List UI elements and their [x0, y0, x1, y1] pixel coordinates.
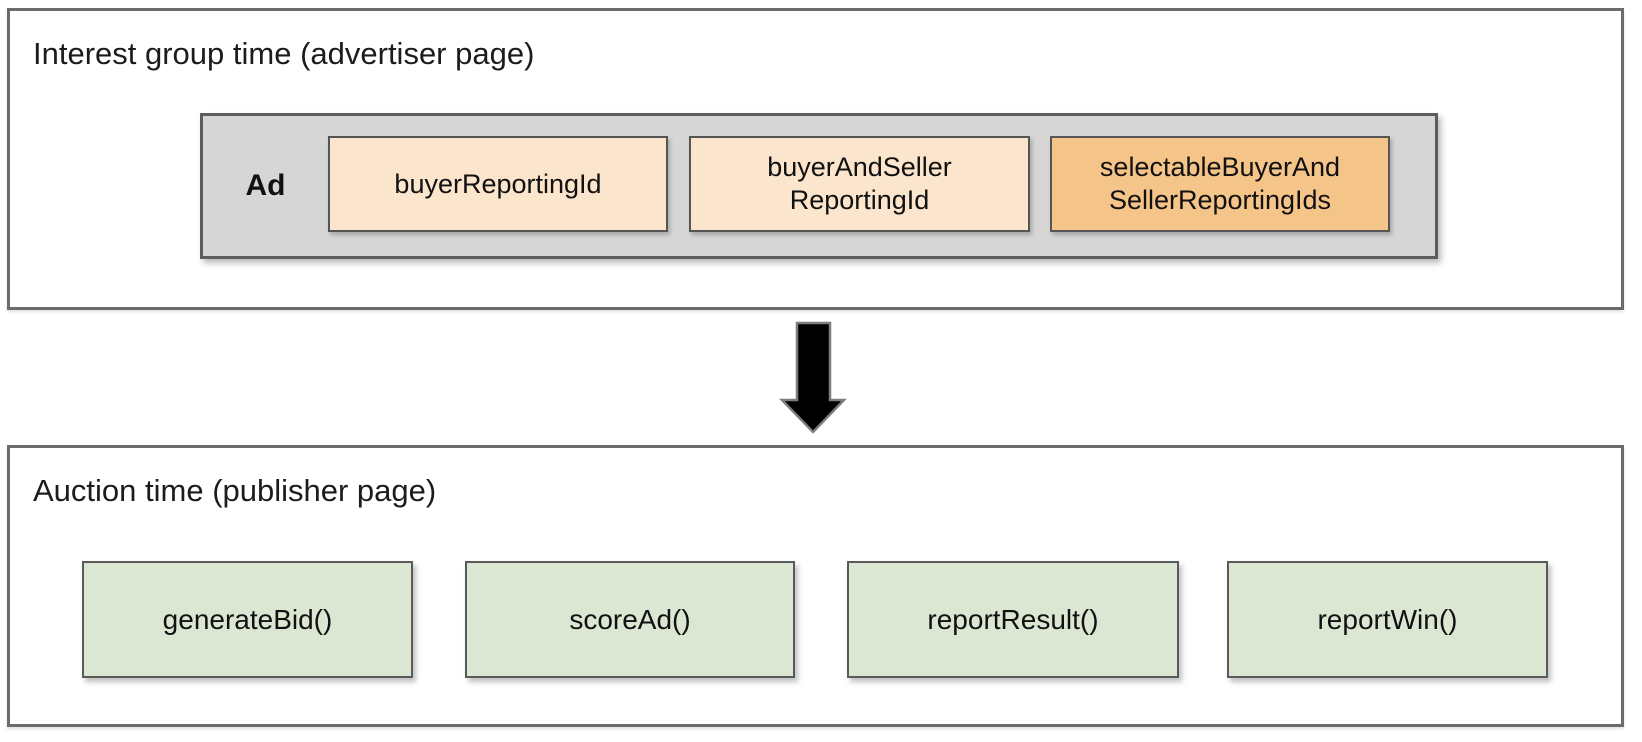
interest-group-panel-title: Interest group time (advertiser page) [33, 36, 535, 71]
buyer-and-seller-reporting-id-box: buyerAndSeller ReportingId [689, 136, 1030, 232]
buyer-and-seller-reporting-id-label-line1: buyerAndSeller [767, 152, 952, 182]
report-result-box: reportResult() [847, 561, 1179, 678]
buyer-reporting-id-label: buyerReportingId [394, 168, 602, 199]
generate-bid-label: generateBid() [162, 603, 333, 635]
auction-panel: Auction time (publisher page) generateBi… [7, 445, 1624, 727]
interest-group-panel: Interest group time (advertiser page) Ad… [7, 8, 1624, 310]
report-result-label: reportResult() [927, 603, 1099, 635]
down-arrow-icon [778, 318, 848, 438]
ad-container: Ad buyerReportingId buyerAndSeller Repor… [200, 113, 1438, 259]
selectable-buyer-and-seller-reporting-ids-box: selectableBuyerAnd SellerReportingIds [1050, 136, 1390, 232]
selectable-buyer-and-seller-reporting-ids-label-line2: SellerReportingIds [1108, 185, 1332, 215]
buyer-and-seller-reporting-id-label-line2: ReportingId [789, 185, 930, 215]
report-win-label: reportWin() [1317, 603, 1458, 635]
buyer-reporting-id-box: buyerReportingId [328, 136, 668, 232]
selectable-buyer-and-seller-reporting-ids-label-line1: selectableBuyerAnd [1099, 152, 1341, 182]
ad-label: Ad [245, 169, 286, 202]
generate-bid-box: generateBid() [82, 561, 413, 678]
auction-panel-title: Auction time (publisher page) [33, 473, 437, 508]
report-win-box: reportWin() [1227, 561, 1548, 678]
score-ad-label: scoreAd() [569, 603, 691, 635]
score-ad-box: scoreAd() [465, 561, 795, 678]
